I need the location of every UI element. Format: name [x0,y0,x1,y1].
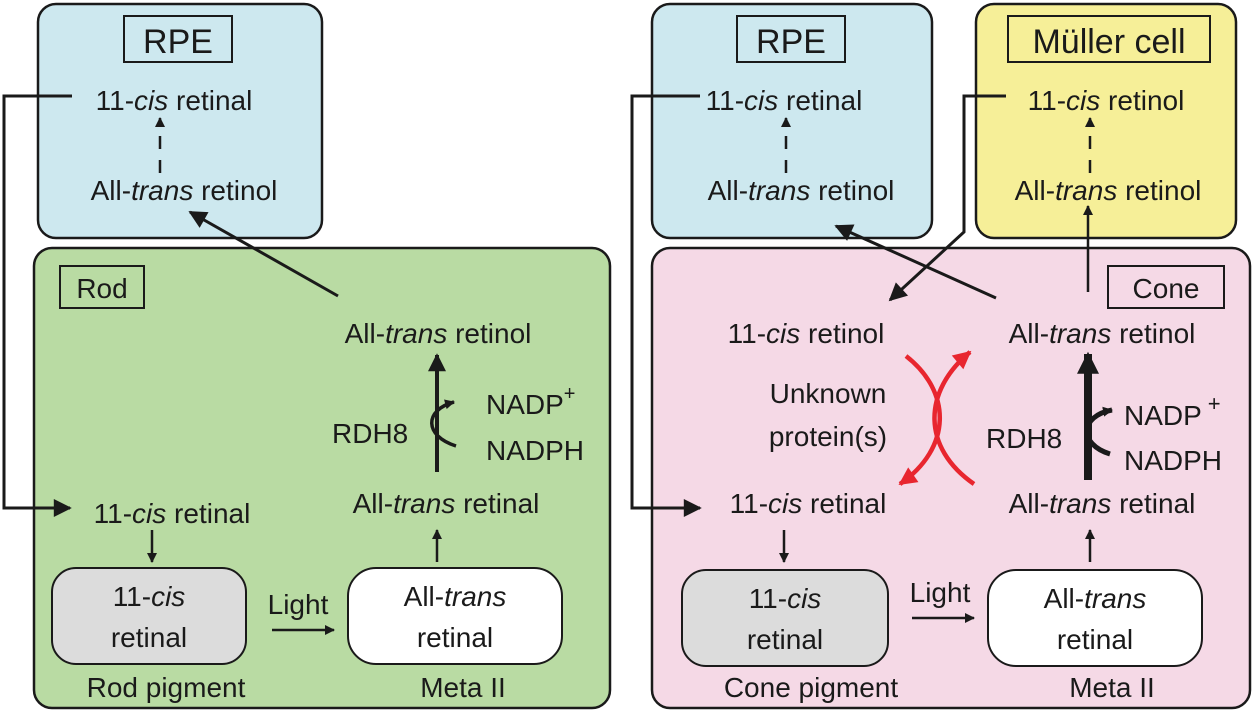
rod-light-label: Light [268,589,329,620]
rod-nadp-curve-arrow [430,399,457,448]
rod-nadph-label: NADPH [486,435,584,466]
cone-retinol-to-rpe-arrow [834,224,997,300]
cone-meta-box [987,569,1203,667]
rod-meta-line1: All-trans [404,581,507,612]
cone-rdh8-label: RDH8 [986,423,1062,454]
muller-label-frame [1007,15,1211,63]
cone-rpe-label: RPE [756,23,826,61]
rod-rpe-box [36,2,324,240]
rod-label-frame [59,265,145,309]
cone-cis-retinal-transport-arrow [630,94,702,517]
rod-retinol-export-arrow [188,210,339,298]
cone-trans-retinal: All-trans retinal [1009,488,1196,519]
rod-pigment-line1: 11-cis [113,581,186,612]
cone-trans-retinol: All-trans retinol [1009,318,1196,349]
muller-cis-retinol: 11-cis retinol [1028,85,1185,116]
rod-cis-retinal-transport-arrow [2,94,72,517]
rod-rpe-label: RPE [143,23,213,61]
rod-rpe-label-frame [123,15,233,63]
rod-meta-box [347,567,563,665]
cone-rpe-box [650,2,934,240]
cone-meta-line1: All-trans [1044,583,1147,614]
rod-pigment-box [51,567,247,665]
cone-rpe-cis-retinal: 11-cis retinal [706,85,863,116]
cone-cis-retinal: 11-cis retinal [730,488,887,519]
unknown-protein-line1: Unknown [770,378,887,409]
unknown-protein-arrow-to-retinal [898,354,942,486]
rod-meta-line2: retinal [417,622,493,653]
rod-pigment-line2: retinal [111,622,187,653]
rod-trans-retinal: All-trans retinal [353,488,540,519]
cone-rpe-label-frame [736,15,846,63]
cone-meta-caption: Meta II [1069,672,1155,703]
cone-rpe-trans-retinol: All-trans retinol [708,175,895,206]
rod-label: Rod [76,273,127,304]
rod-pigment-caption: Rod pigment [87,672,246,703]
rod-rpe-trans-retinol: All-trans retinol [91,175,278,206]
unknown-protein-arrow-to-retinol [932,350,976,486]
rod-trans-retinol: All-trans retinol [345,318,532,349]
muller-trans-retinol: All-trans retinol [1015,175,1202,206]
cone-nadph-label: NADPH [1124,445,1222,476]
cone-pigment-line1: 11-cis [749,583,822,614]
cone-pigment-box [681,569,889,667]
cone-label: Cone [1133,273,1200,304]
rod-rpe-cis-retinal: 11-cis retinal [96,85,253,116]
cone-meta-line2: retinal [1057,624,1133,655]
cone-nadp-label: NADP+ [1124,391,1221,431]
cone-pigment-caption: Cone pigment [724,672,899,703]
cone-cis-retinol: 11-cis retinol [728,318,885,349]
rod-rdh8-label: RDH8 [332,418,408,449]
muller-label: Müller cell [1032,23,1185,61]
cone-light-label: Light [910,577,971,608]
unknown-protein-line2: protein(s) [769,421,887,452]
rod-cis-retinal: 11-cis retinal [94,498,251,529]
rod-nadp-label: NADP+ [486,383,575,420]
cone-nadp-curve-arrow [1084,406,1113,457]
rod-meta-caption: Meta II [420,672,506,703]
cone-label-frame [1107,265,1225,309]
cone-pigment-line2: retinal [747,624,823,655]
